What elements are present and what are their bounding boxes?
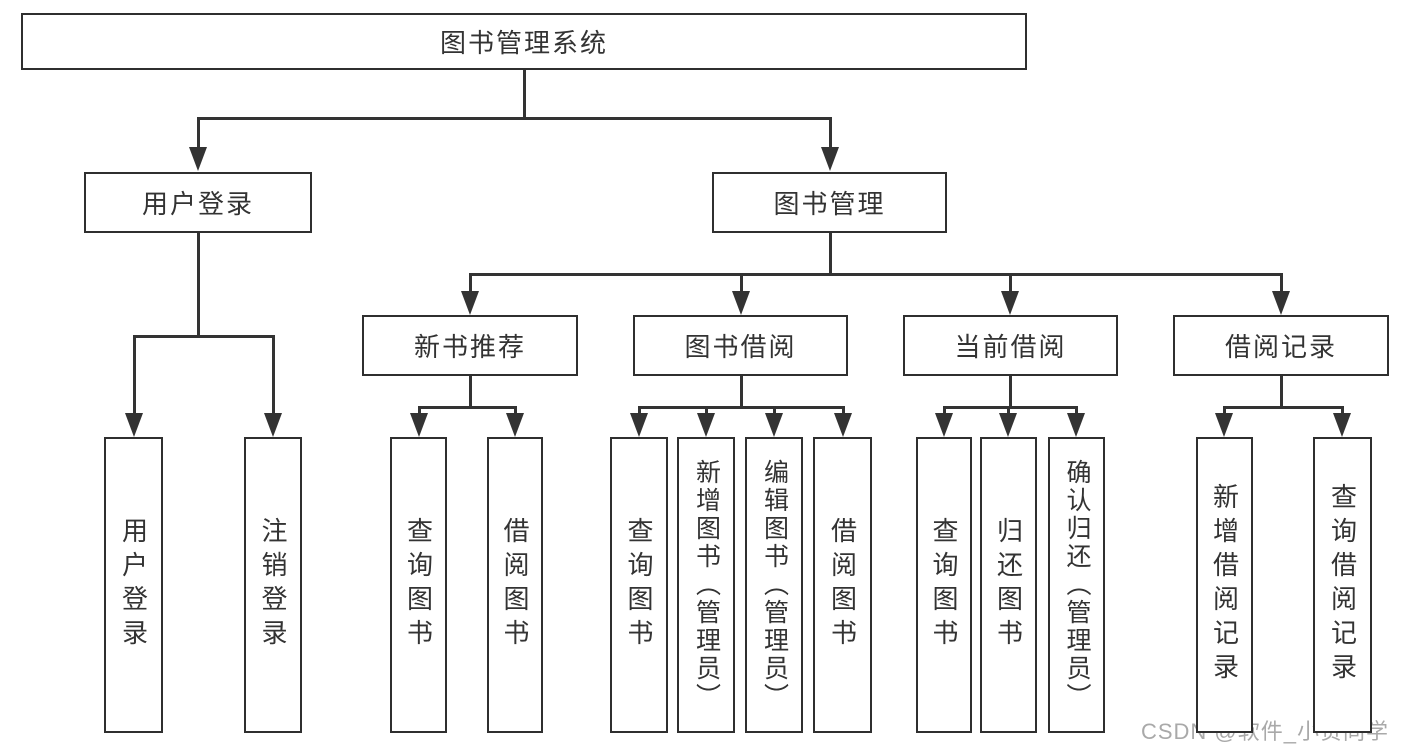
diagram-node-leaf-confirm-return-admin: 确认归还（管理员） <box>1048 437 1105 733</box>
connector-drop <box>1006 406 1010 414</box>
node-label-new-book-recommend: 新书推荐 <box>413 332 526 362</box>
diagram-node-leaf-current-query: 查询图书 <box>916 437 972 733</box>
connector-drop <box>1074 406 1078 414</box>
diagram-node-leaf-borrow-query: 查询图书 <box>610 437 668 733</box>
arrowhead-down-icon <box>999 413 1017 437</box>
connector-branch <box>132 335 275 338</box>
connector-stem <box>468 376 472 409</box>
arrowhead-down-icon <box>732 291 750 315</box>
connector-drop <box>1222 406 1226 414</box>
connector-drop <box>1008 273 1012 292</box>
diagram-node-leaf-record-query: 查询借阅记录 <box>1313 437 1372 733</box>
connector-drop <box>513 406 517 414</box>
connector-drop <box>637 406 641 414</box>
arrowhead-down-icon <box>630 413 648 437</box>
connector-drop <box>1279 273 1283 292</box>
connector-stem <box>828 233 832 276</box>
connector-drop <box>828 117 832 148</box>
arrowhead-down-icon <box>264 413 282 437</box>
connector-branch <box>196 117 832 120</box>
node-label-current-borrowing: 当前借阅 <box>954 332 1067 362</box>
connector-drop <box>196 117 200 148</box>
connector-drop <box>841 406 845 414</box>
connector-drop <box>704 406 708 414</box>
connector-drop <box>739 273 743 292</box>
diagram-node-root-library-system: 图书管理系统 <box>21 13 1027 70</box>
diagram-node-leaf-borrow-add-admin: 新增图书（管理员） <box>677 437 735 733</box>
connector-drop <box>417 406 421 414</box>
node-label-user-login-module: 用户登录 <box>141 189 254 219</box>
diagram-node-leaf-borrow-borrow: 借阅图书 <box>813 437 872 733</box>
arrowhead-down-icon <box>125 413 143 437</box>
connector-branch <box>468 273 1283 276</box>
arrowhead-down-icon <box>506 413 524 437</box>
node-label-book-borrowing: 图书借阅 <box>684 332 797 362</box>
node-label-root-library-system: 图书管理系统 <box>439 28 608 58</box>
diagram-node-leaf-newbook-borrow: 借阅图书 <box>487 437 543 733</box>
arrowhead-down-icon <box>1333 413 1351 437</box>
connector-drop <box>468 273 472 292</box>
diagram-node-leaf-newbook-query: 查询图书 <box>390 437 447 733</box>
connector-drop <box>1340 406 1344 414</box>
diagram-node-borrowing-records: 借阅记录 <box>1173 315 1389 376</box>
node-label-leaf-newbook-query: 查询图书 <box>403 517 434 653</box>
connector-stem <box>196 233 200 338</box>
node-label-leaf-user-login: 用户登录 <box>118 517 149 653</box>
node-label-leaf-current-return: 归还图书 <box>993 517 1024 653</box>
node-label-book-management-module: 图书管理 <box>773 189 886 219</box>
arrowhead-down-icon <box>765 413 783 437</box>
connector-branch <box>1222 406 1344 409</box>
connector-branch <box>637 406 845 409</box>
connector-drop <box>132 335 136 414</box>
arrowhead-down-icon <box>1272 291 1290 315</box>
diagram-node-leaf-record-add: 新增借阅记录 <box>1196 437 1253 733</box>
connector-stem <box>1008 376 1012 409</box>
node-label-leaf-borrow-borrow: 借阅图书 <box>827 517 858 653</box>
connector-stem <box>522 70 526 120</box>
diagram-node-leaf-logout: 注销登录 <box>244 437 302 733</box>
diagram-node-book-management-module: 图书管理 <box>712 172 947 233</box>
node-label-leaf-borrow-query: 查询图书 <box>624 517 654 653</box>
connector-stem <box>739 376 743 409</box>
diagram-node-new-book-recommend: 新书推荐 <box>362 315 578 376</box>
connector-branch <box>942 406 1078 409</box>
connector-branch <box>417 406 517 409</box>
arrowhead-down-icon <box>821 147 839 171</box>
node-label-leaf-borrow-edit-admin: 编辑图书（管理员） <box>760 459 789 711</box>
diagram-node-leaf-borrow-edit-admin: 编辑图书（管理员） <box>745 437 803 733</box>
arrowhead-down-icon <box>834 413 852 437</box>
arrowhead-down-icon <box>935 413 953 437</box>
connector-stem <box>1279 376 1283 409</box>
connector-drop <box>942 406 946 414</box>
node-label-leaf-record-query: 查询借阅记录 <box>1327 483 1358 687</box>
arrowhead-down-icon <box>189 147 207 171</box>
node-label-leaf-confirm-return-admin: 确认归还（管理员） <box>1063 459 1091 711</box>
node-label-leaf-newbook-borrow: 借阅图书 <box>500 517 530 653</box>
arrowhead-down-icon <box>1001 291 1019 315</box>
arrowhead-down-icon <box>461 291 479 315</box>
diagram-node-leaf-user-login: 用户登录 <box>104 437 163 733</box>
node-label-leaf-borrow-add-admin: 新增图书（管理员） <box>692 459 721 711</box>
diagram-node-current-borrowing: 当前借阅 <box>903 315 1118 376</box>
connector-drop <box>271 335 275 414</box>
arrowhead-down-icon <box>697 413 715 437</box>
diagram-node-book-borrowing: 图书借阅 <box>633 315 848 376</box>
connector-drop <box>772 406 776 414</box>
node-label-leaf-current-query: 查询图书 <box>929 517 959 653</box>
arrowhead-down-icon <box>410 413 428 437</box>
node-label-leaf-logout: 注销登录 <box>258 517 288 653</box>
arrowhead-down-icon <box>1215 413 1233 437</box>
arrowhead-down-icon <box>1067 413 1085 437</box>
diagram-node-user-login-module: 用户登录 <box>84 172 312 233</box>
node-label-borrowing-records: 借阅记录 <box>1224 332 1337 362</box>
diagram-node-leaf-current-return: 归还图书 <box>980 437 1037 733</box>
node-label-leaf-record-add: 新增借阅记录 <box>1209 483 1240 687</box>
